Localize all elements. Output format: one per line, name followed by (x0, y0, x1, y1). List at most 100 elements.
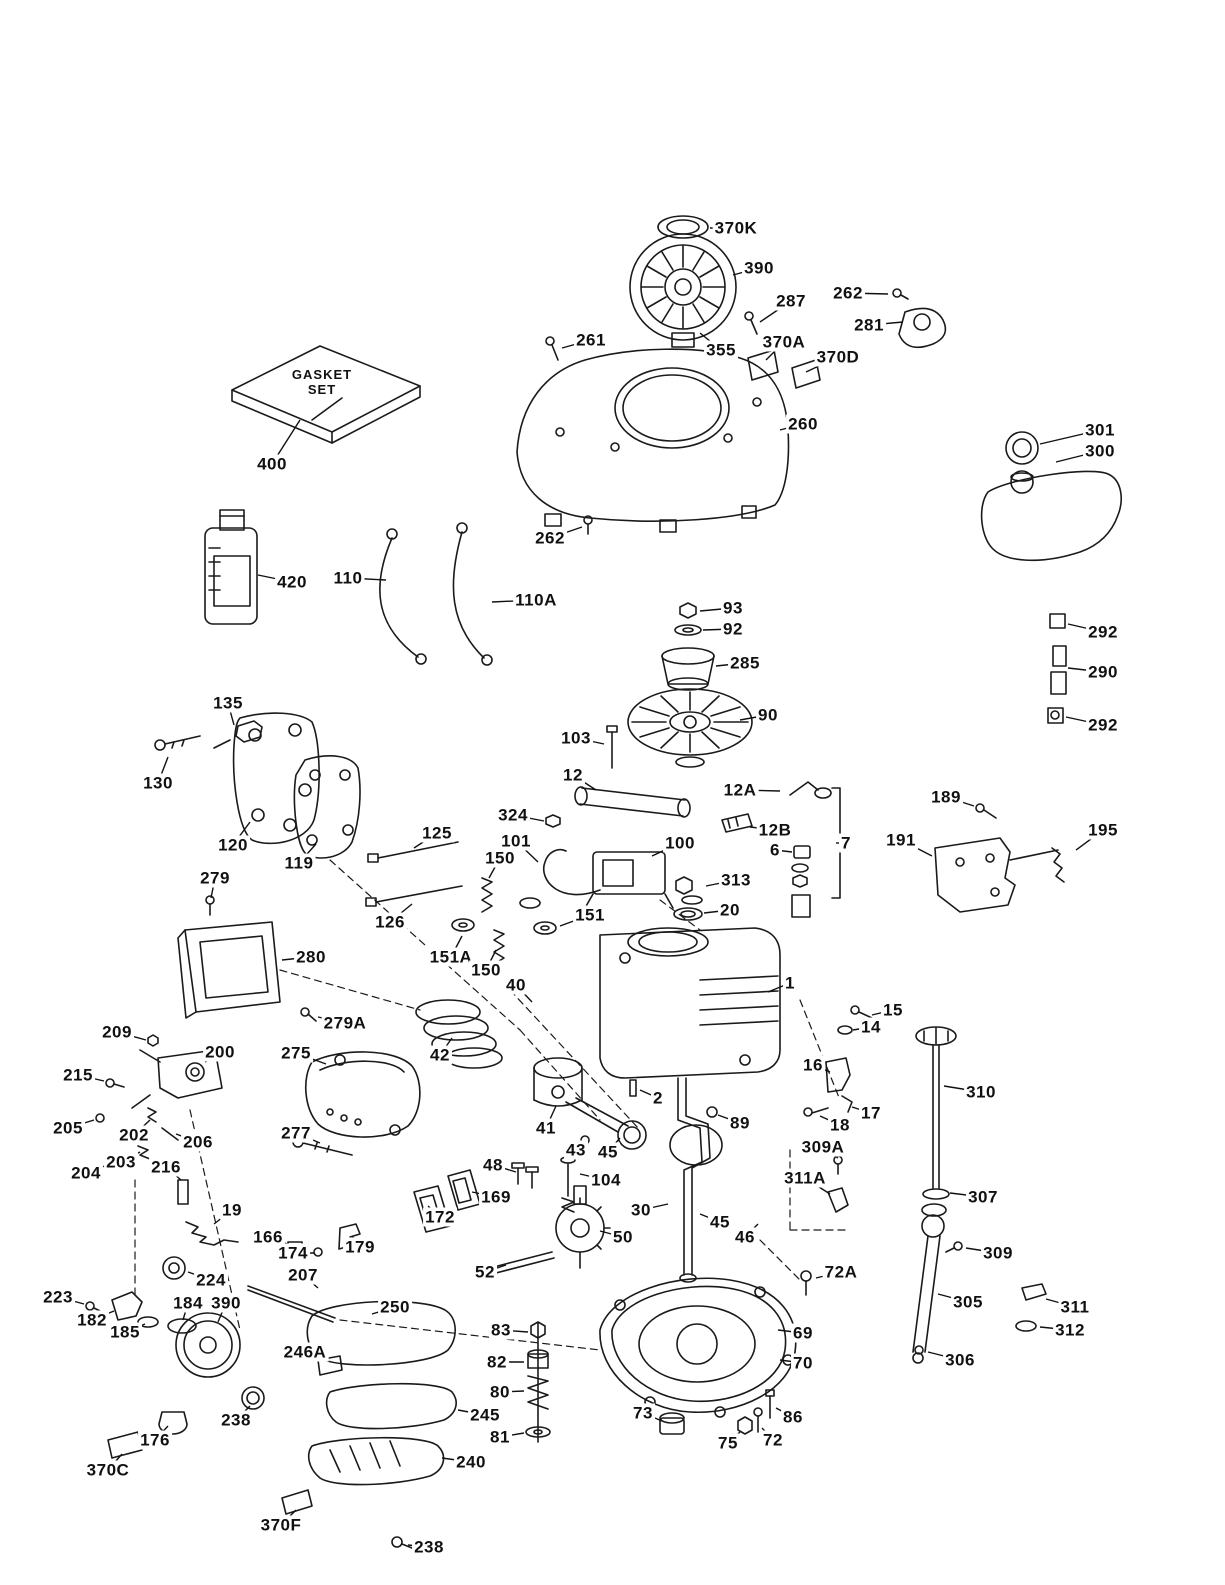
part-label-75: 75 (716, 1433, 740, 1453)
part-label-40: 40 (504, 975, 528, 995)
part-label-390: 390 (742, 258, 776, 278)
part-label-370c: 370C (84, 1460, 132, 1480)
part-label-2: 2 (651, 1088, 665, 1108)
part-label-93: 93 (721, 598, 745, 618)
part-label-18: 18 (828, 1115, 852, 1135)
part-label-281: 281 (852, 315, 886, 335)
part-label-312: 312 (1053, 1320, 1087, 1340)
recoil-starter-drawing (545, 215, 947, 389)
part-label-189: 189 (929, 787, 963, 807)
part-label-151: 151 (573, 905, 607, 925)
part-label-110: 110 (331, 568, 365, 588)
part-label-150: 150 (469, 960, 503, 980)
part-label-207: 207 (286, 1265, 320, 1285)
part-label-83: 83 (489, 1320, 513, 1340)
part-label-6: 6 (768, 840, 782, 860)
part-label-166: 166 (251, 1227, 285, 1247)
part-label-191: 191 (884, 830, 918, 850)
part-label-223: 223 (41, 1287, 75, 1307)
part-label-135: 135 (211, 693, 245, 713)
part-label-204: 204 (69, 1163, 103, 1183)
part-label-100: 100 (663, 833, 697, 853)
part-label-224: 224 (194, 1270, 228, 1290)
part-label-355: 355 (704, 340, 738, 360)
carburetor-governor-drawing (95, 1034, 336, 1323)
part-label-275: 275 (279, 1043, 313, 1063)
part-label-309: 309 (981, 1243, 1015, 1263)
part-label-250: 250 (378, 1297, 412, 1317)
part-label-200: 200 (203, 1042, 237, 1062)
gasket-set-text-line1: GASKET (291, 367, 353, 383)
part-label-42: 42 (428, 1045, 452, 1065)
valve-springs-drawing (451, 814, 561, 965)
part-label-301: 301 (1083, 420, 1117, 440)
part-label-184: 184 (171, 1293, 205, 1313)
part-label-52: 52 (473, 1262, 497, 1282)
part-label-73: 73 (631, 1403, 655, 1423)
part-label-182: 182 (75, 1310, 109, 1330)
control-bracket-drawing (934, 803, 1065, 913)
part-label-120: 120 (216, 835, 250, 855)
part-label-46: 46 (733, 1227, 757, 1247)
part-label-205: 205 (51, 1118, 85, 1138)
part-label-280: 280 (294, 947, 328, 967)
part-label-240: 240 (454, 1452, 488, 1472)
part-label-292: 292 (1086, 622, 1120, 642)
part-label-285: 285 (728, 653, 762, 673)
part-label-1: 1 (783, 973, 797, 993)
part-label-311: 311 (1058, 1297, 1092, 1317)
part-label-370a: 370A (760, 332, 808, 352)
part-label-17: 17 (859, 1103, 883, 1123)
part-label-20: 20 (718, 900, 742, 920)
part-label-12a: 12A (721, 780, 759, 800)
part-label-262: 262 (533, 528, 567, 548)
part-label-90: 90 (756, 705, 780, 725)
part-label-260: 260 (786, 414, 820, 434)
part-label-238: 238 (219, 1410, 253, 1430)
part-label-279: 279 (198, 868, 232, 888)
engine-block-drawing (599, 787, 841, 1118)
part-label-50: 50 (611, 1227, 635, 1247)
part-label-81: 81 (488, 1427, 512, 1447)
part-label-262: 262 (831, 283, 865, 303)
part-label-30: 30 (629, 1200, 653, 1220)
part-label-19: 19 (220, 1200, 244, 1220)
part-label-176: 176 (138, 1430, 172, 1450)
part-label-130: 130 (141, 773, 175, 793)
part-label-290: 290 (1086, 662, 1120, 682)
flywheel-drawing (574, 602, 832, 833)
part-label-104: 104 (589, 1170, 623, 1190)
part-label-261: 261 (574, 330, 608, 350)
part-label-126: 126 (373, 912, 407, 932)
part-label-215: 215 (61, 1065, 95, 1085)
part-label-119: 119 (282, 853, 316, 873)
gasket-set-box-drawing (231, 345, 421, 444)
ground-wires-drawing (379, 522, 493, 666)
gasket-set-text-line2: SET (307, 382, 337, 397)
part-label-324: 324 (496, 805, 530, 825)
part-label-216: 216 (149, 1157, 183, 1177)
part-label-110a: 110A (513, 590, 559, 610)
part-label-203: 203 (104, 1152, 138, 1172)
part-label-238: 238 (412, 1537, 446, 1557)
part-label-14: 14 (859, 1017, 883, 1037)
part-label-15: 15 (881, 1000, 905, 1020)
part-label-209: 209 (100, 1022, 134, 1042)
part-label-310: 310 (964, 1082, 998, 1102)
part-label-69: 69 (791, 1323, 815, 1343)
oil-fill-dipstick-drawing (827, 1026, 1047, 1364)
part-label-172: 172 (423, 1207, 457, 1227)
part-label-246a: 246A (281, 1342, 329, 1362)
part-label-206: 206 (181, 1132, 215, 1152)
part-label-70: 70 (791, 1353, 815, 1373)
part-label-101: 101 (499, 831, 533, 851)
part-label-370f: 370F (258, 1515, 304, 1535)
part-label-292: 292 (1086, 715, 1120, 735)
part-label-125: 125 (420, 823, 454, 843)
part-label-12: 12 (561, 765, 585, 785)
part-label-150: 150 (483, 848, 517, 868)
governor-bracket-drawing (803, 1005, 873, 1117)
part-label-80: 80 (488, 1382, 512, 1402)
